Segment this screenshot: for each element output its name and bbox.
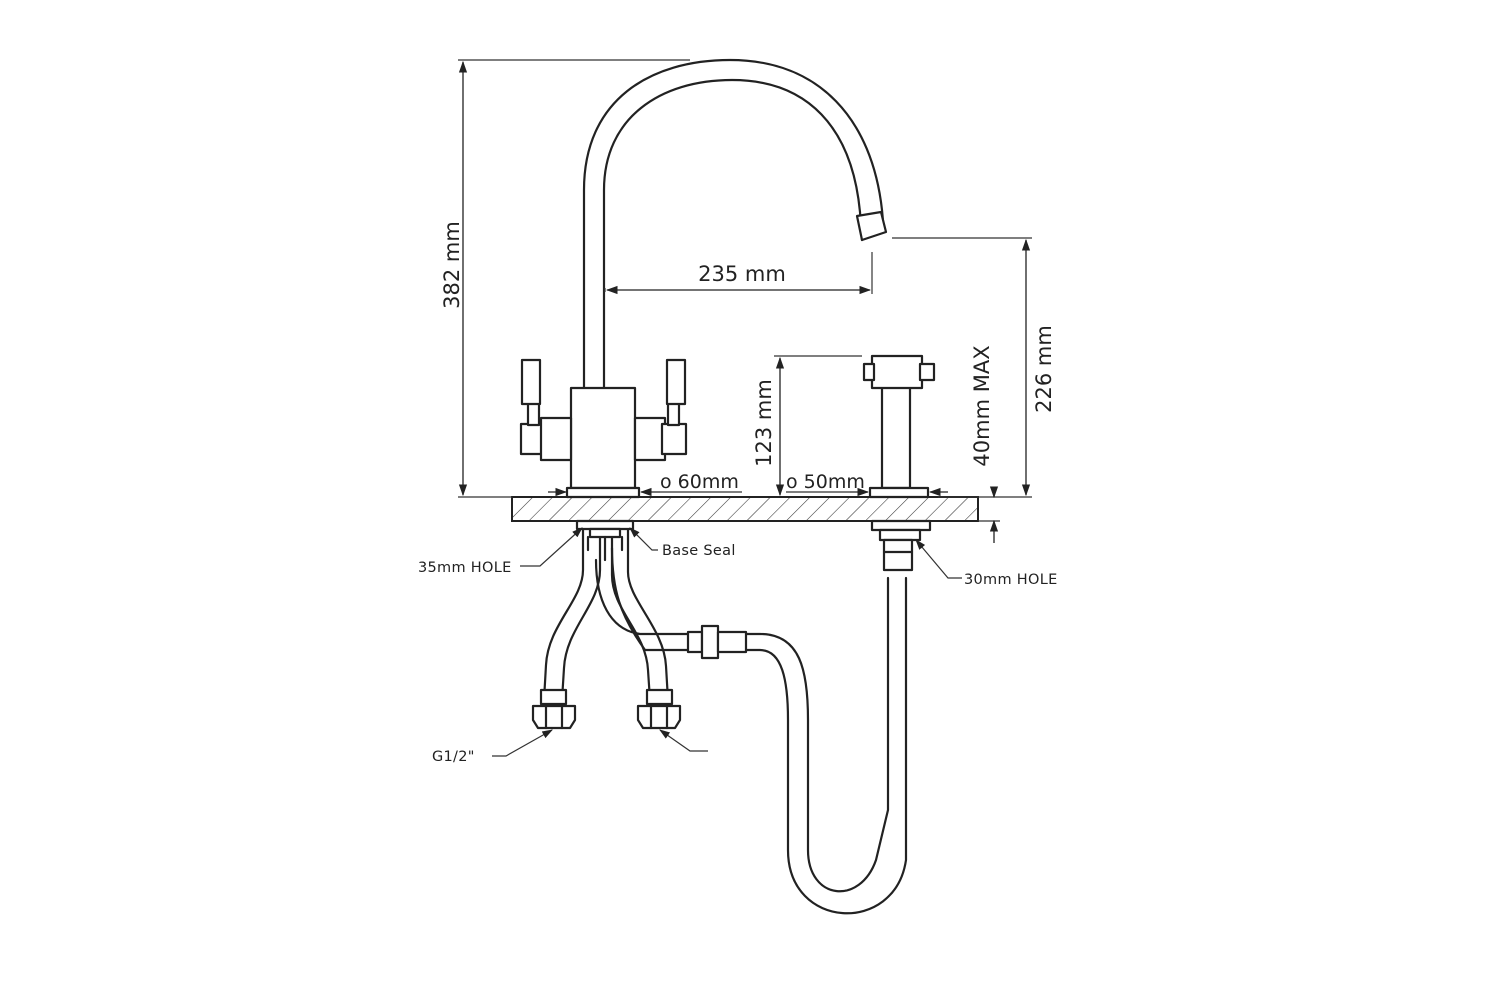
callout-tap-hole: 35mm HOLE [418,560,512,576]
dim-base-diameter-tap: o 60mm [660,471,739,493]
callout-thread: G1/2" [432,749,475,765]
main-tap [519,58,888,562]
dim-spray-height: 123 mm [752,379,776,467]
dim-base-diameter-spray: o 50mm [786,471,865,493]
callout-spray-hole: 30mm HOLE [964,572,1058,588]
dim-deck-thickness: 40mm MAX [970,345,994,466]
dimension-lines [458,59,1032,543]
dim-height-total: 382 mm [440,221,464,309]
callout-base-seal: Base Seal [662,543,736,559]
callout-leaders [492,527,962,757]
supply-hoses [531,523,908,915]
side-spray [862,354,936,572]
dim-spout-reach: 235 mm [698,262,786,286]
countertop [511,496,979,522]
dim-spout-height: 226 mm [1032,325,1056,413]
